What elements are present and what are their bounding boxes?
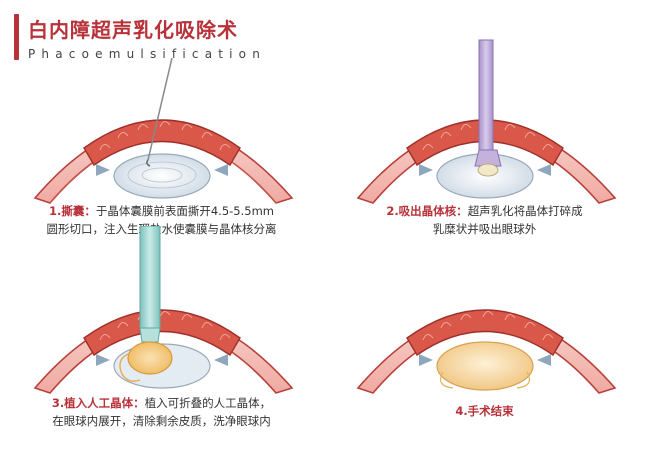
- page-title: 白内障超声乳化吸除术: [28, 18, 238, 42]
- step-2-panel: 2.吸出晶体核：超声乳化将晶体打碎成 乳糜状并吸出眼球外: [323, 20, 646, 246]
- step-3-eye-illustration: [33, 226, 294, 394]
- step-3-text-line2: 在眼球内展开，清除剩余皮质，洗净眼球内: [52, 414, 271, 428]
- step-4-caption: 4.手术结束: [323, 402, 646, 420]
- step-4-eye-illustration: [356, 309, 617, 394]
- step-1-caption: 1.撕囊：于晶体囊膜前表面撕开4.5-5.5mm 圆形切口，注入生理盐水使囊膜与…: [0, 202, 323, 238]
- step-1-text-line1: 于晶体囊膜前表面撕开4.5-5.5mm: [95, 204, 274, 218]
- step-1-eye-illustration: [33, 57, 294, 204]
- step-3-panel: 3.植入人工晶体：植入可折叠的人工晶体， 在眼球内展开，清除剩余皮质，洗净眼球内: [0, 226, 323, 452]
- step-2-text-line2: 乳糜状并吸出眼球外: [432, 222, 537, 236]
- title-accent-bar: [14, 14, 19, 60]
- step-3-caption: 3.植入人工晶体：植入可折叠的人工晶体， 在眼球内展开，清除剩余皮质，洗净眼球内: [0, 394, 323, 430]
- step-4-panel: 4.手术结束: [323, 226, 646, 452]
- step-1-panel: 1.撕囊：于晶体囊膜前表面撕开4.5-5.5mm 圆形切口，注入生理盐水使囊膜与…: [0, 20, 323, 246]
- step-4-label: 4.手术结束: [455, 404, 514, 418]
- step-2-caption: 2.吸出晶体核：超声乳化将晶体打碎成 乳糜状并吸出眼球外: [323, 202, 646, 238]
- step-3-text-line1: 植入可折叠的人工晶体，: [144, 396, 272, 410]
- step-1-label: 1.撕囊：: [48, 204, 96, 218]
- step-2-text-line1: 超声乳化将晶体打碎成: [467, 204, 583, 218]
- step-2-eye-illustration: [356, 39, 617, 204]
- step-2-label: 2.吸出晶体核：: [386, 204, 468, 218]
- step-3-label: 3.植入人工晶体：: [51, 396, 145, 410]
- page-subtitle: Phacoemulsification: [28, 47, 267, 61]
- step-1-text-line2: 圆形切口，注入生理盐水使囊膜与晶体核分离: [46, 222, 277, 236]
